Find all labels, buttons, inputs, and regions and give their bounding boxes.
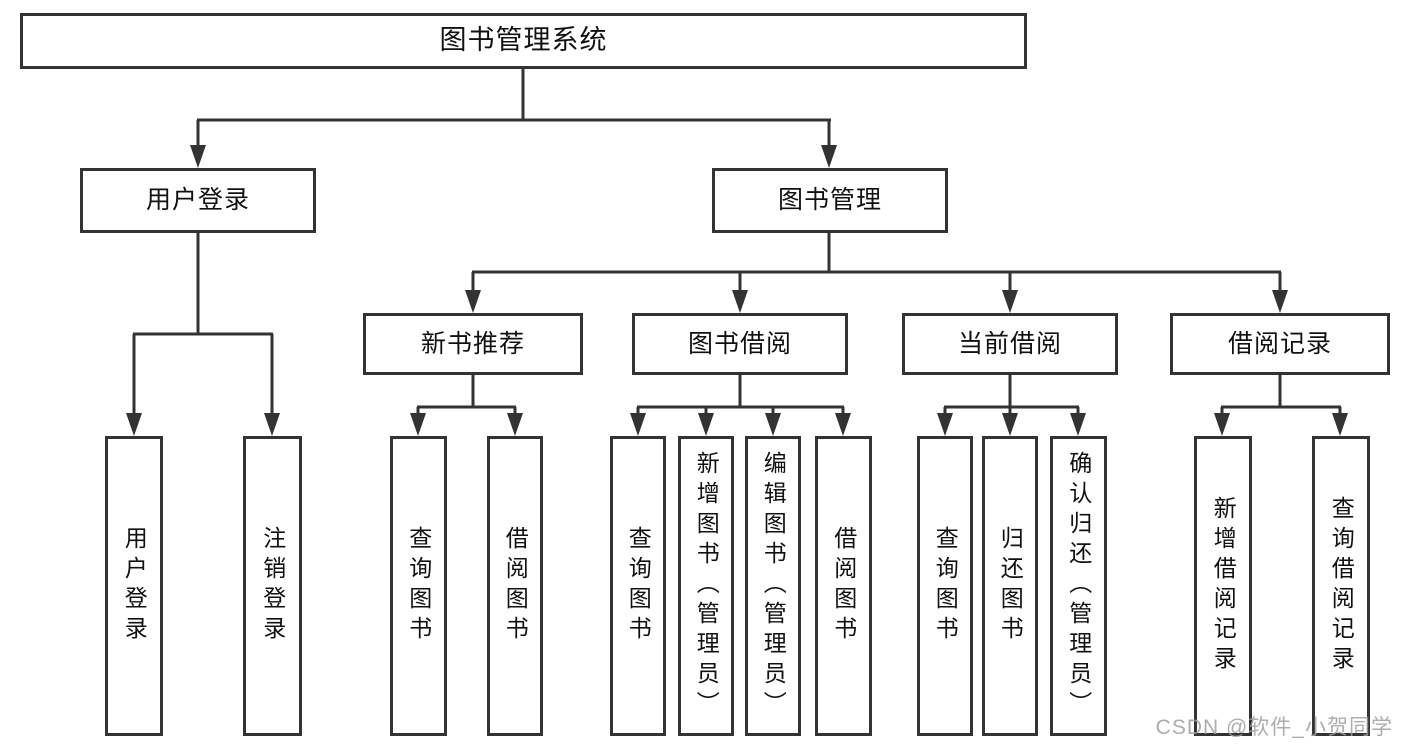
leaf-records-query: 查询借阅记录 bbox=[1312, 436, 1370, 736]
node-book-management: 图书管理 bbox=[712, 168, 948, 233]
leaf-current-confirm-return-admin: 确认归还（管理员） bbox=[1050, 436, 1107, 736]
leaf-records-add-label: 新增借阅记录 bbox=[1210, 496, 1237, 676]
leaf-newbooks-query-label: 查询图书 bbox=[405, 526, 432, 646]
leaf-borrowing-query: 查询图书 bbox=[610, 436, 666, 736]
leaf-records-add: 新增借阅记录 bbox=[1194, 436, 1252, 736]
node-book-management-label: 图书管理 bbox=[777, 186, 882, 215]
leaf-current-return-label: 归还图书 bbox=[997, 526, 1024, 646]
leaf-logout: 注销登录 bbox=[243, 436, 302, 736]
node-book-borrowing-label: 图书借阅 bbox=[687, 329, 792, 358]
leaf-current-return: 归还图书 bbox=[982, 436, 1038, 736]
leaf-borrowing-query-label: 查询图书 bbox=[625, 526, 652, 646]
leaf-current-query: 查询图书 bbox=[917, 436, 973, 736]
leaf-user-login: 用户登录 bbox=[105, 436, 163, 736]
node-new-book-recommend-label: 新书推荐 bbox=[420, 329, 525, 358]
leaf-newbooks-query: 查询图书 bbox=[390, 436, 447, 736]
node-borrowing-records: 借阅记录 bbox=[1170, 313, 1390, 375]
arrowheads bbox=[126, 145, 1348, 436]
leaf-logout-label: 注销登录 bbox=[259, 526, 286, 646]
leaf-user-login-label: 用户登录 bbox=[121, 526, 148, 646]
leaf-records-query-label: 查询借阅记录 bbox=[1328, 496, 1355, 676]
node-user-login-label: 用户登录 bbox=[145, 186, 250, 215]
leaf-borrowing-borrow: 借阅图书 bbox=[815, 436, 872, 736]
node-root: 图书管理系统 bbox=[20, 13, 1027, 69]
watermark: CSDN @软件_小贺同学 bbox=[1155, 716, 1393, 739]
node-current-borrowing: 当前借阅 bbox=[902, 313, 1118, 375]
leaf-borrowing-edit-admin-label: 编辑图书（管理员） bbox=[760, 451, 787, 721]
leaf-borrowing-add-admin: 新增图书（管理员） bbox=[678, 436, 734, 736]
node-current-borrowing-label: 当前借阅 bbox=[957, 329, 1062, 358]
node-book-borrowing: 图书借阅 bbox=[632, 313, 848, 375]
node-borrowing-records-label: 借阅记录 bbox=[1227, 329, 1332, 358]
leaf-newbooks-borrow: 借阅图书 bbox=[487, 436, 543, 736]
leaf-newbooks-borrow-label: 借阅图书 bbox=[502, 526, 529, 646]
node-user-login: 用户登录 bbox=[80, 168, 316, 233]
leaf-borrowing-add-admin-label: 新增图书（管理员） bbox=[693, 451, 720, 721]
leaf-current-query-label: 查询图书 bbox=[932, 526, 959, 646]
leaf-current-confirm-return-admin-label: 确认归还（管理员） bbox=[1065, 451, 1092, 721]
leaf-borrowing-edit-admin: 编辑图书（管理员） bbox=[745, 436, 801, 736]
node-root-label: 图书管理系统 bbox=[439, 25, 608, 56]
node-new-book-recommend: 新书推荐 bbox=[363, 313, 583, 375]
leaf-borrowing-borrow-label: 借阅图书 bbox=[830, 526, 857, 646]
